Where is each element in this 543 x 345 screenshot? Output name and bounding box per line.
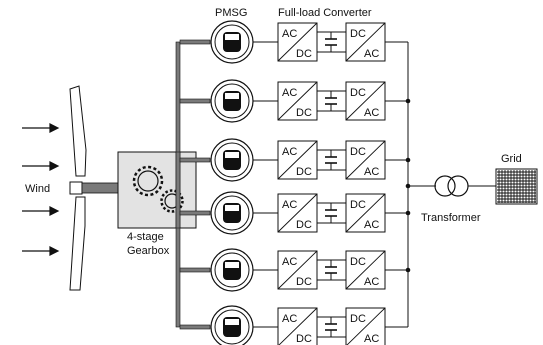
rectifier-diagonal [277, 193, 318, 233]
upper-blade [69, 85, 87, 177]
inverter-diagonal [346, 307, 386, 345]
rectifier-bottom-label: DC [296, 166, 312, 178]
inverter-top-label: DC [350, 256, 366, 268]
rectifier-top-label: AC [282, 313, 297, 325]
generator-converter-row: AC DC DC AC [179, 248, 411, 292]
inverter-top-label: DC [350, 28, 366, 40]
inverter-bottom-label: AC [364, 107, 379, 119]
generator-converter-row: AC DC DC AC [179, 191, 411, 235]
rectifier-top-label: AC [282, 256, 297, 268]
generator-shaft [179, 324, 211, 330]
rectifier-diagonal [278, 307, 318, 345]
rectifier-diagonal [277, 140, 318, 180]
pmsg-label: PMSG [215, 7, 247, 19]
inverter-top-label: DC [350, 146, 366, 158]
pmsg-rotor-highlight [225, 205, 239, 211]
turbine-rotor [69, 85, 87, 291]
generator-shaft [179, 210, 211, 216]
pmsg-rotor-highlight [225, 93, 239, 99]
inverter-top-label: DC [350, 199, 366, 211]
shaft-link [175, 151, 181, 229]
rectifier-top-label: AC [282, 28, 297, 40]
generator-shaft [179, 39, 211, 45]
generator-converter-row: AC DC DC AC [179, 305, 408, 345]
wind-arrows [22, 123, 60, 256]
hub [69, 181, 83, 195]
rectifier-diagonal [277, 81, 318, 121]
grid-label: Grid [501, 153, 522, 165]
rectifier-diagonal [277, 250, 318, 290]
inverter-top-label: DC [350, 87, 366, 99]
grid-icon [495, 168, 538, 205]
generator-shaft [179, 98, 211, 104]
generator-converter-row: AC DC DC AC [179, 20, 408, 64]
gearbox [117, 151, 197, 229]
rectifier-bottom-label: DC [296, 219, 312, 231]
main-shaft [81, 182, 119, 194]
rectifier-bottom-label: DC [296, 107, 312, 119]
bus-junction [405, 183, 411, 189]
transformer-label: Transformer [421, 212, 481, 224]
rectifier-top-label: AC [282, 87, 297, 99]
inverter-bottom-label: AC [364, 219, 379, 231]
generator-converter-rows: ACDCDCACACDCDCACACDCDCACACDCDCACACDCDCAC… [179, 20, 411, 345]
inverter-bottom-label: AC [364, 276, 379, 288]
inverter-bottom-label: AC [364, 333, 379, 345]
generator-shaft [179, 267, 211, 273]
converter-label: Full-load Converter [278, 7, 372, 19]
inverter-diagonal [345, 22, 386, 62]
rectifier-bottom-label: DC [296, 48, 312, 60]
generator-converter-row: AC DC DC AC [179, 79, 411, 123]
generator-shaft [179, 157, 211, 163]
transformer [434, 175, 469, 197]
wind-label: Wind [25, 183, 50, 195]
lower-blade [69, 196, 86, 291]
pmsg-rotor-highlight [225, 319, 239, 325]
pmsg-rotor-highlight [225, 34, 239, 40]
rectifier-diagonal [277, 22, 318, 62]
rectifier-top-label: AC [282, 146, 297, 158]
rectifier-top-label: AC [282, 199, 297, 211]
inverter-top-label: DC [350, 313, 366, 325]
inverter-diagonal [345, 81, 386, 121]
pmsg-rotor-highlight [225, 262, 239, 268]
inverter-diagonal [345, 193, 386, 233]
inverter-bottom-label: AC [364, 166, 379, 178]
gearbox-label-line1: 4-stage [127, 231, 164, 243]
inverter-diagonal [345, 250, 386, 290]
generator-converter-row: AC DC DC AC [179, 138, 411, 182]
rectifier-bottom-label: DC [296, 333, 312, 345]
pmsg-rotor-highlight [225, 152, 239, 158]
rectifier-bottom-label: DC [296, 276, 312, 288]
inverter-diagonal [345, 140, 386, 180]
gearbox-label-line2: Gearbox [127, 245, 170, 257]
inverter-bottom-label: AC [364, 48, 379, 60]
